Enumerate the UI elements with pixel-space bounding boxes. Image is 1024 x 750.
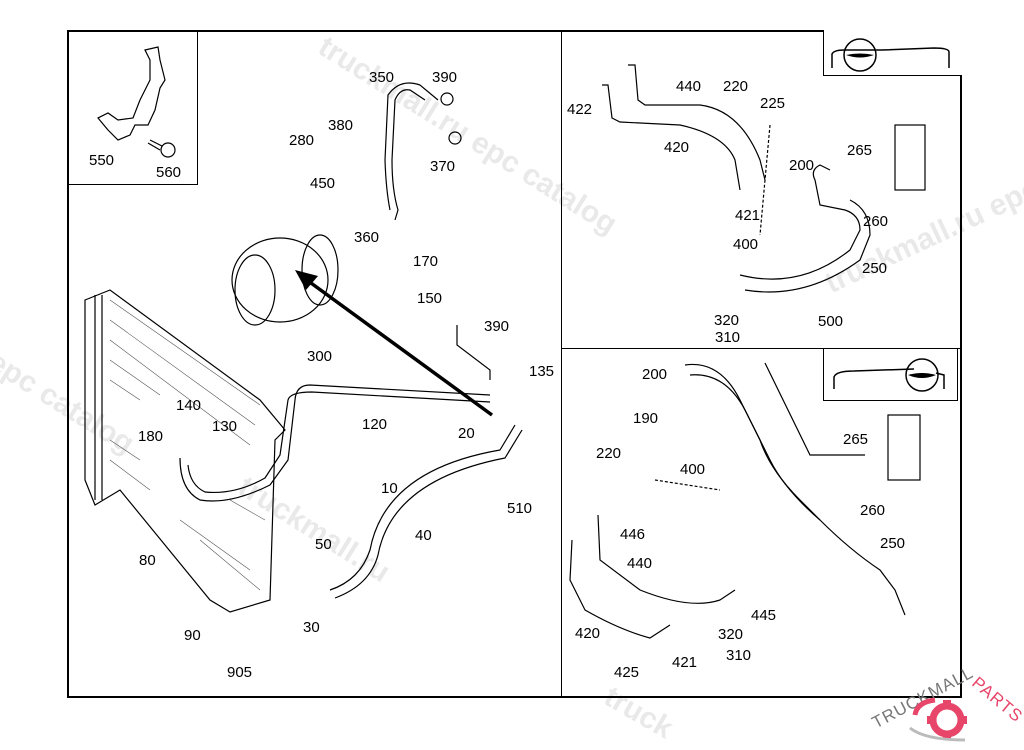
condenser-80: [84, 289, 286, 613]
callout-370[interactable]: 370: [430, 158, 456, 175]
view-indicator-upper: [823, 30, 962, 76]
callout-420[interactable]: 420: [575, 625, 601, 642]
callout-500[interactable]: 500: [818, 313, 844, 330]
compressor-body: [231, 237, 329, 323]
callout-445[interactable]: 445: [751, 607, 777, 624]
hose-350: [391, 89, 426, 221]
callout-120[interactable]: 120: [362, 416, 388, 433]
callout-220[interactable]: 220: [723, 78, 749, 95]
callout-30[interactable]: 30: [303, 619, 320, 636]
callout-20[interactable]: 20: [458, 425, 475, 442]
callout-200[interactable]: 200: [789, 157, 815, 174]
callout-80[interactable]: 80: [139, 552, 156, 569]
bolt-560-shape: [147, 139, 163, 151]
expansion-valve-lower: [887, 414, 921, 481]
callout-300[interactable]: 300: [307, 348, 333, 365]
callout-225[interactable]: 225: [760, 95, 786, 112]
callout-150[interactable]: 150: [417, 290, 443, 307]
callout-400[interactable]: 400: [733, 236, 759, 253]
inset-bracket-box: [67, 30, 198, 185]
callout-190[interactable]: 190: [633, 410, 659, 427]
diagram-frame: [67, 30, 962, 698]
leader-265-lower: [764, 362, 865, 456]
callout-40[interactable]: 40: [415, 527, 432, 544]
callout-250[interactable]: 250: [862, 260, 888, 277]
callout-260[interactable]: 260: [860, 502, 886, 519]
callout-10[interactable]: 10: [381, 480, 398, 497]
callout-440[interactable]: 440: [676, 78, 702, 95]
washer-390: [440, 92, 454, 106]
vertical-divider: [561, 30, 562, 698]
callout-420[interactable]: 420: [664, 139, 690, 156]
callout-390[interactable]: 390: [484, 318, 510, 335]
callout-446[interactable]: 446: [620, 526, 646, 543]
callout-440[interactable]: 440: [627, 555, 653, 572]
callout-320[interactable]: 320: [714, 312, 740, 329]
callout-425[interactable]: 425: [614, 664, 640, 681]
callout-450[interactable]: 450: [310, 175, 336, 192]
callout-390[interactable]: 390: [432, 69, 458, 86]
callout-135[interactable]: 135: [529, 363, 555, 380]
pipe-10: [329, 424, 516, 591]
car-view-icon: [833, 358, 945, 392]
callout-421[interactable]: 421: [672, 654, 698, 671]
callout-310[interactable]: 310: [715, 329, 741, 346]
pipe-440-upper: [628, 64, 766, 181]
callout-360[interactable]: 360: [354, 229, 380, 246]
callout-265[interactable]: 265: [843, 431, 869, 448]
callout-265[interactable]: 265: [847, 142, 873, 159]
callout-550[interactable]: 550: [89, 152, 115, 169]
callout-510[interactable]: 510: [507, 500, 533, 517]
pipe-420-upper: [602, 84, 741, 191]
bolt-560-head: [160, 142, 176, 158]
pipe-440-lower: [597, 514, 736, 604]
callout-350[interactable]: 350: [369, 69, 395, 86]
callout-422[interactable]: 422: [567, 101, 593, 118]
gear-icon: [909, 697, 967, 742]
callout-260[interactable]: 260: [863, 213, 889, 230]
callout-90[interactable]: 90: [184, 627, 201, 644]
callout-560[interactable]: 560: [156, 164, 182, 181]
callout-380[interactable]: 380: [328, 117, 354, 134]
callout-280[interactable]: 280: [289, 132, 315, 149]
pipe-420-lower: [569, 539, 671, 639]
horizontal-divider: [561, 348, 962, 349]
car-view-icon: [831, 38, 950, 72]
hose-250-upper: [739, 164, 861, 280]
callout-421[interactable]: 421: [735, 207, 761, 224]
callout-170[interactable]: 170: [413, 253, 439, 270]
view-indicator-lower: [823, 349, 958, 401]
wire-400-lower: [654, 479, 721, 491]
bracket-550-shape: [97, 46, 166, 141]
arrow: [298, 273, 494, 417]
callout-250[interactable]: 250: [880, 535, 906, 552]
oring-370: [448, 131, 462, 145]
callout-905[interactable]: 905: [227, 664, 253, 681]
callout-400[interactable]: 400: [680, 461, 706, 478]
callout-320[interactable]: 320: [718, 626, 744, 643]
callout-220[interactable]: 220: [596, 445, 622, 462]
callout-130[interactable]: 130: [212, 418, 238, 435]
expansion-valve-upper: [894, 124, 926, 191]
callout-310[interactable]: 310: [726, 647, 752, 664]
callout-200[interactable]: 200: [642, 366, 668, 383]
callout-140[interactable]: 140: [176, 397, 202, 414]
hose-250-lower: [684, 363, 906, 616]
brand-logo: TRUCKMALL PARTS: [855, 660, 1024, 750]
callout-50[interactable]: 50: [315, 536, 332, 553]
pipe-120: [179, 384, 491, 502]
callout-180[interactable]: 180: [138, 428, 164, 445]
